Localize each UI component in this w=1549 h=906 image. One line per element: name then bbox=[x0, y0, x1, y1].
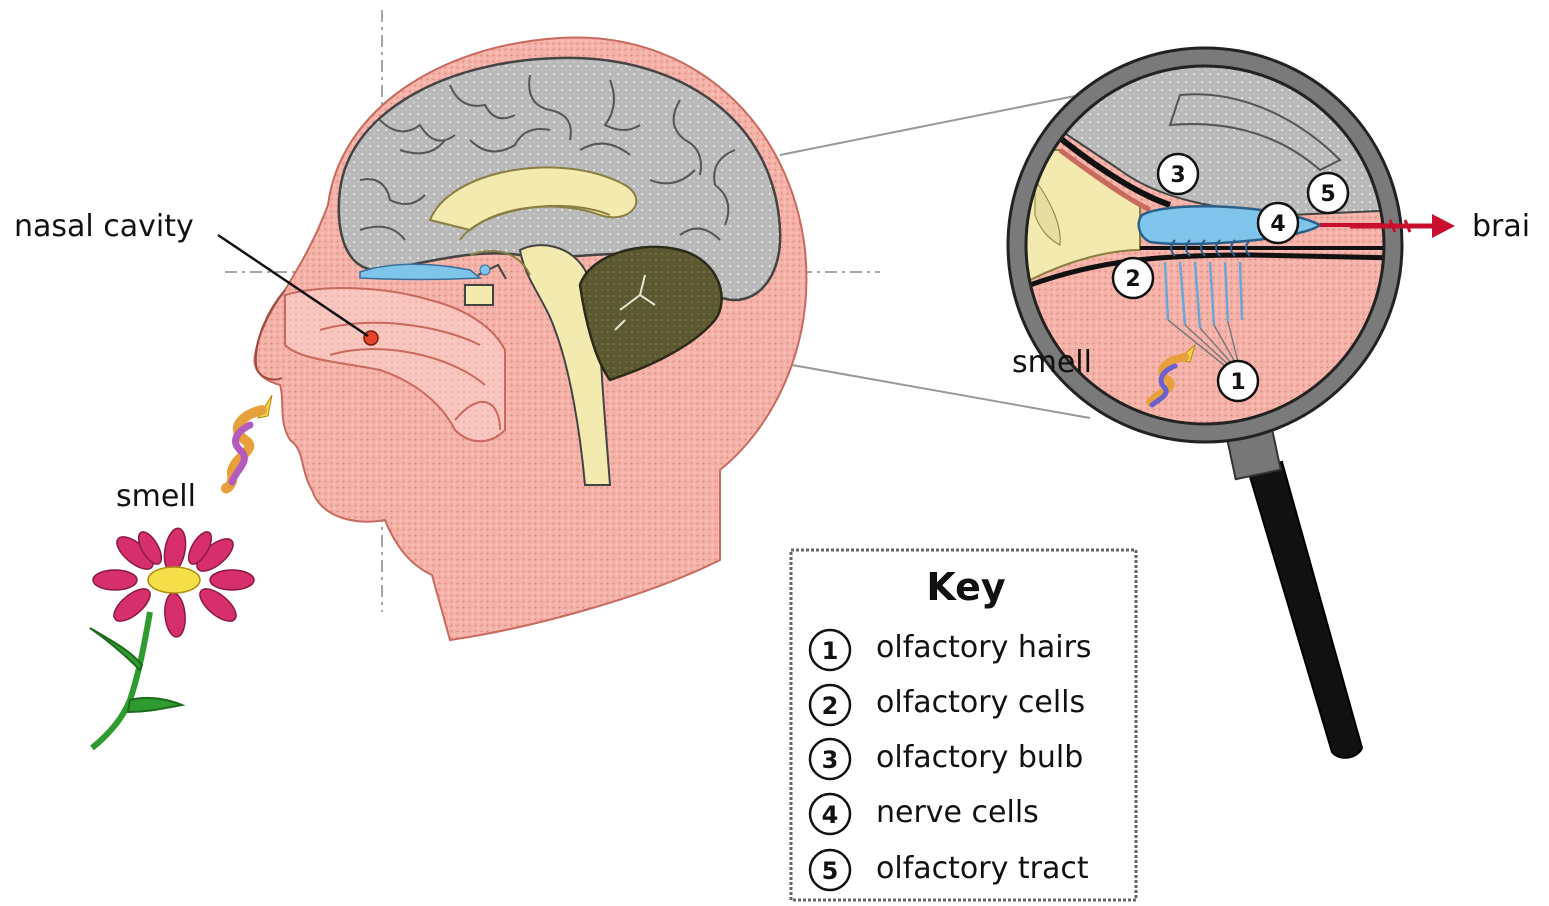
flower-illustration bbox=[90, 527, 254, 748]
zoom-number-1: 1 bbox=[1218, 361, 1258, 401]
svg-text:1: 1 bbox=[1230, 370, 1245, 395]
flower-stem bbox=[92, 612, 150, 748]
zoom-number-5: 5 bbox=[1308, 173, 1348, 213]
head-illustration bbox=[254, 38, 806, 640]
svg-text:4: 4 bbox=[1270, 212, 1285, 237]
smell-label-zoom: smell bbox=[1012, 345, 1092, 380]
zoom-number-2: 2 bbox=[1113, 258, 1153, 298]
flower-leaf-right bbox=[128, 698, 182, 712]
key-label-3: olfactory bulb bbox=[876, 740, 1083, 775]
zoom-number-4: 4 bbox=[1258, 203, 1298, 243]
key-num-1: 1 bbox=[822, 637, 839, 665]
nasal-cavity-marker bbox=[364, 331, 378, 345]
nasal-cavity-label: nasal cavity bbox=[14, 209, 194, 244]
svg-text:2: 2 bbox=[1125, 267, 1140, 292]
key-label-5: olfactory tract bbox=[876, 851, 1089, 886]
key-label-1: olfactory hairs bbox=[876, 630, 1092, 665]
flower-leaf-left bbox=[90, 628, 142, 670]
brain-label: brai bbox=[1472, 209, 1530, 244]
key-title: Key bbox=[926, 565, 1006, 609]
svg-text:3: 3 bbox=[1170, 163, 1185, 188]
key-item-4: 4 nerve cells bbox=[810, 794, 1039, 834]
key-num-2: 2 bbox=[822, 692, 839, 720]
flower-center bbox=[148, 567, 200, 593]
smell-label-left: smell bbox=[116, 479, 196, 514]
key-label-2: olfactory cells bbox=[876, 685, 1085, 720]
key-num-5: 5 bbox=[822, 857, 839, 885]
key-num-4: 4 bbox=[822, 801, 839, 829]
smell-wisp-left bbox=[226, 395, 272, 488]
magnifier-handle bbox=[1248, 462, 1362, 758]
key-num-3: 3 bbox=[822, 746, 839, 774]
svg-text:5: 5 bbox=[1320, 182, 1335, 207]
key-label-4: nerve cells bbox=[876, 795, 1039, 830]
zoom-number-3: 3 bbox=[1158, 154, 1198, 194]
key-legend: Key 1 olfactory hairs 2 olfactory cells … bbox=[791, 550, 1136, 900]
